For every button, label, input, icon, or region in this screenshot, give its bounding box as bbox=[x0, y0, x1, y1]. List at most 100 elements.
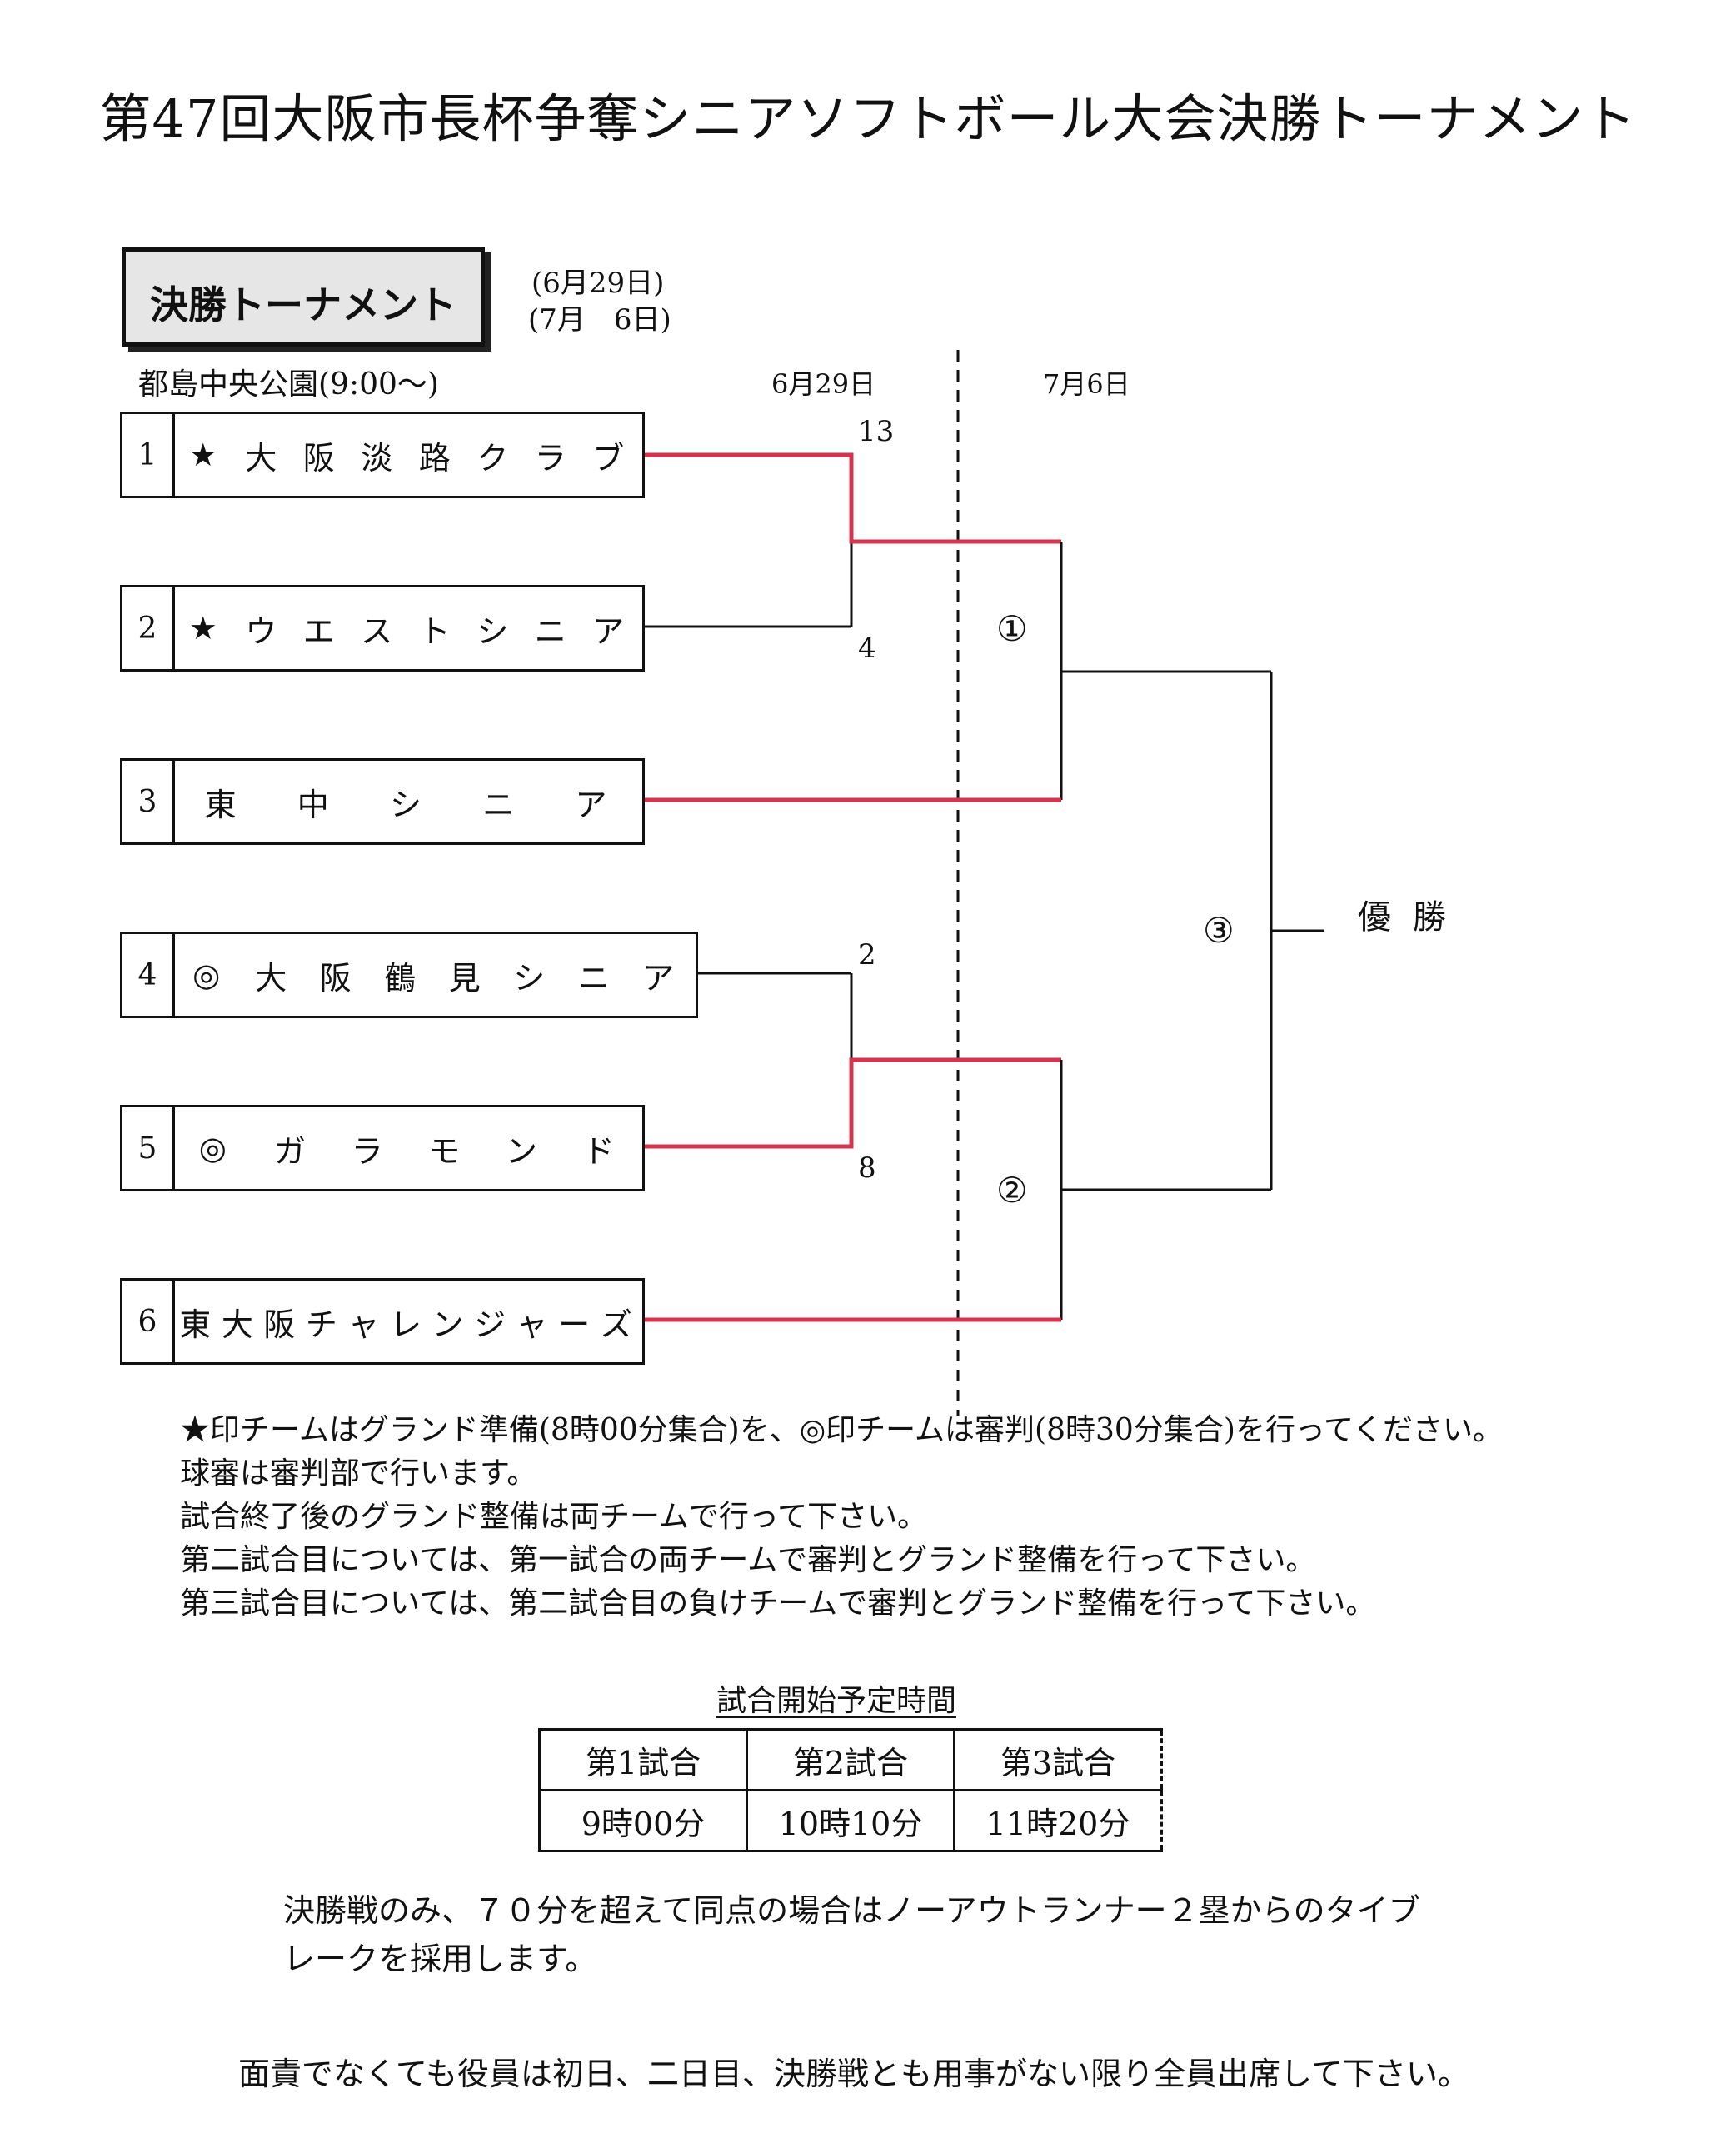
section-date-2: (7月 6日) bbox=[528, 303, 671, 337]
team-name-char: 路 bbox=[418, 439, 451, 477]
score-m1-bottom: 4 bbox=[858, 632, 876, 665]
note-2: 球審は審判部で行います。 bbox=[180, 1456, 537, 1491]
schedule-time-cell: 10時10分 bbox=[746, 1789, 955, 1852]
team-name-char: ニ bbox=[577, 959, 610, 997]
team-name-char: ャ bbox=[347, 1306, 380, 1343]
team-name-char: 阪 bbox=[302, 439, 335, 477]
team-name-char: ド bbox=[582, 1132, 615, 1170]
section-date-1: (6月29日) bbox=[531, 267, 665, 300]
team-name-char: チ bbox=[305, 1306, 337, 1343]
team-name-char: 見 bbox=[448, 959, 481, 997]
team-name: ★ ウエストシニア bbox=[174, 587, 637, 669]
schedule-title: 試合開始予定時間 bbox=[716, 1684, 957, 1718]
team-name-char: ◎ bbox=[192, 957, 221, 993]
m2-team5-win-path bbox=[643, 1057, 1061, 1149]
team-name-char: 大 bbox=[255, 959, 287, 997]
team-name-char: ラ bbox=[351, 1132, 383, 1170]
schedule-header-cell: 第3試合 bbox=[953, 1728, 1163, 1791]
team-name-char: 淡 bbox=[361, 439, 393, 477]
team-name: ★ 大阪淡路クラブ bbox=[174, 414, 637, 496]
team-name-char: ★ bbox=[188, 437, 217, 473]
team-name-char: モ bbox=[428, 1132, 461, 1170]
team-name-char: ン bbox=[506, 1132, 538, 1170]
final-rule-line-2: レークを採用します。 bbox=[283, 1941, 597, 1977]
team-name: ◎ ガ ラ モ ン ド bbox=[174, 1107, 637, 1189]
team-name-char: シ bbox=[476, 612, 509, 650]
score-m2-bottom: 8 bbox=[858, 1151, 876, 1185]
note-3: 試合終了後のグランド整備は両チームで行って下さい。 bbox=[180, 1500, 928, 1534]
team-name-char: ウ bbox=[245, 612, 277, 650]
team-name-char: レ bbox=[390, 1306, 422, 1343]
team-name-char: 鶴 bbox=[384, 959, 417, 997]
score-m1-top: 13 bbox=[858, 415, 895, 448]
schedule-time-cell: 11時20分 bbox=[953, 1789, 1163, 1852]
team-box-5: 5 ◎ ガ ラ モ ン ド bbox=[120, 1105, 645, 1191]
team-box-2: 2 ★ ウエストシニア bbox=[120, 585, 645, 672]
team-name-char: ャ bbox=[516, 1306, 548, 1343]
team-name-char: ア bbox=[642, 959, 675, 997]
schedule-time-cell: 9時00分 bbox=[538, 1789, 748, 1852]
team-number: 1 bbox=[122, 414, 175, 496]
schedule-header-row: 第1試合 第2試合 第3試合 bbox=[538, 1728, 1163, 1791]
team-name-char: 東 bbox=[204, 786, 237, 823]
note-5: 第三試合目については、第二試合目の負けチームで審判とグランド整備を行って下さい。 bbox=[180, 1586, 1376, 1621]
team-name-char: 大 bbox=[221, 1306, 253, 1343]
team-box-4: 4 ◎ 大阪鶴見シニア bbox=[120, 932, 698, 1018]
match-1-label: ① bbox=[996, 608, 1028, 649]
team-name-char: ニ bbox=[482, 786, 515, 823]
team-name-char: ア bbox=[575, 786, 607, 823]
team-box-3: 3 東 中 シ ニ ア bbox=[120, 758, 645, 845]
section-label-box bbox=[122, 247, 485, 347]
m1-team1-win-path bbox=[643, 452, 1061, 544]
team-name-char: 大 bbox=[245, 439, 277, 477]
team-name-char: ガ bbox=[274, 1132, 307, 1170]
section-label: 決勝トーナメント bbox=[150, 282, 456, 327]
team-name-char: ク bbox=[476, 439, 509, 477]
final-rule-line-1: 決勝戦のみ、７０分を超えて同点の場合はノーアウトランナー２塁からのタイブ bbox=[283, 1892, 1420, 1929]
page-title: 第47回大阪市長杯争奪シニアソフトボール大会決勝トーナメント bbox=[99, 88, 1637, 149]
schedule-header-cell: 第1試合 bbox=[538, 1728, 748, 1791]
team-number: 6 bbox=[122, 1281, 175, 1362]
team-name-char: 東 bbox=[179, 1306, 212, 1343]
team-name-char: エ bbox=[302, 612, 335, 650]
team-name-char: ン bbox=[432, 1306, 464, 1343]
team-name-char: ◎ bbox=[198, 1130, 227, 1166]
round2-date: 7月6日 bbox=[1043, 368, 1130, 400]
note-4: 第二試合目については、第一試合の両チームで審判とグランド整備を行って下さい。 bbox=[180, 1543, 1316, 1577]
match-3-label: ③ bbox=[1203, 910, 1235, 951]
team-name-char: 阪 bbox=[263, 1306, 296, 1343]
round1-date: 6月29日 bbox=[771, 368, 876, 400]
team-name-char: 阪 bbox=[319, 959, 352, 997]
team-name-char: ラ bbox=[534, 439, 566, 477]
bracket-lines bbox=[643, 350, 1324, 1416]
team-name-char: シ bbox=[390, 786, 422, 823]
team-number: 2 bbox=[122, 587, 175, 669]
team-number: 5 bbox=[122, 1107, 175, 1189]
team-name-char: ズ bbox=[600, 1306, 632, 1343]
team-name: 東大阪チャレンジャーズ bbox=[174, 1281, 637, 1362]
team-name-char: ジ bbox=[474, 1306, 506, 1343]
team-name-char: ス bbox=[361, 612, 393, 650]
venue: 都島中央公園(9:00〜) bbox=[138, 367, 439, 402]
team-name: 東中シニア bbox=[174, 761, 637, 842]
team-name: ◎ 大阪鶴見シニア bbox=[174, 934, 691, 1016]
team-name-char: 中 bbox=[297, 786, 329, 823]
team-name-char: ★ bbox=[188, 610, 217, 647]
champion-label: 優勝 bbox=[1358, 898, 1468, 937]
schedule-time-row: 9時00分 10時10分 11時20分 bbox=[538, 1789, 1163, 1852]
team-name-char: ニ bbox=[534, 612, 566, 650]
attendance-note: 面責でなくても役員は初日、二日目、決勝戦とも用事がない限り全員出席して下さい。 bbox=[238, 2056, 1469, 2092]
note-1: ★印チームはグランド準備(8時00分集合)を、◎印チームは審判(8時30分集合)… bbox=[180, 1413, 1503, 1447]
score-m2-top: 2 bbox=[858, 938, 876, 972]
team-name-char: シ bbox=[513, 959, 546, 997]
schedule-table: 第1試合 第2試合 第3試合 9時00分 10時10分 11時20分 bbox=[538, 1728, 1163, 1852]
team-number: 4 bbox=[122, 934, 175, 1016]
team-name-char: ブ bbox=[592, 439, 625, 477]
match-2-label: ② bbox=[996, 1170, 1028, 1211]
schedule-header-cell: 第2試合 bbox=[746, 1728, 955, 1791]
team-box-6: 6 東大阪チャレンジャーズ bbox=[120, 1278, 645, 1365]
team-box-1: 1 ★ 大阪淡路クラブ bbox=[120, 412, 645, 498]
team-number: 3 bbox=[122, 761, 175, 842]
team-name-char: ア bbox=[592, 612, 625, 650]
team-name-char: ト bbox=[418, 612, 451, 650]
